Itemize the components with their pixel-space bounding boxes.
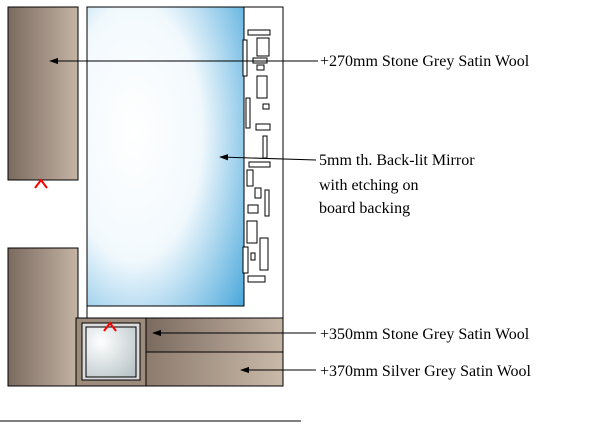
label-upper-panel: +270mm Stone Grey Satin Wool: [320, 53, 530, 70]
label-mirror-line-2: with etching on: [319, 177, 419, 194]
lower-marker: [103, 321, 117, 332]
label-mirror-line-3: board backing: [319, 200, 410, 217]
label-lower-panel: +370mm Silver Grey Satin Wool: [320, 363, 532, 380]
label-mirror-line-1: 5mm th. Back-lit Mirror: [319, 152, 475, 169]
label-middle-panel: +350mm Stone Grey Satin Wool: [320, 326, 530, 343]
etching-pattern: [242, 29, 271, 283]
corner-light-diffuser: [85, 326, 137, 378]
lower-wool-panel: [145, 351, 284, 387]
lower-left-wool-panel: [7, 247, 79, 387]
middle-wool-panel: [145, 317, 284, 353]
leader-mirror: [219, 154, 317, 161]
backlit-mirror: [86, 6, 245, 307]
upper-marker: [34, 178, 48, 189]
upper-left-wool-panel: [7, 6, 79, 181]
